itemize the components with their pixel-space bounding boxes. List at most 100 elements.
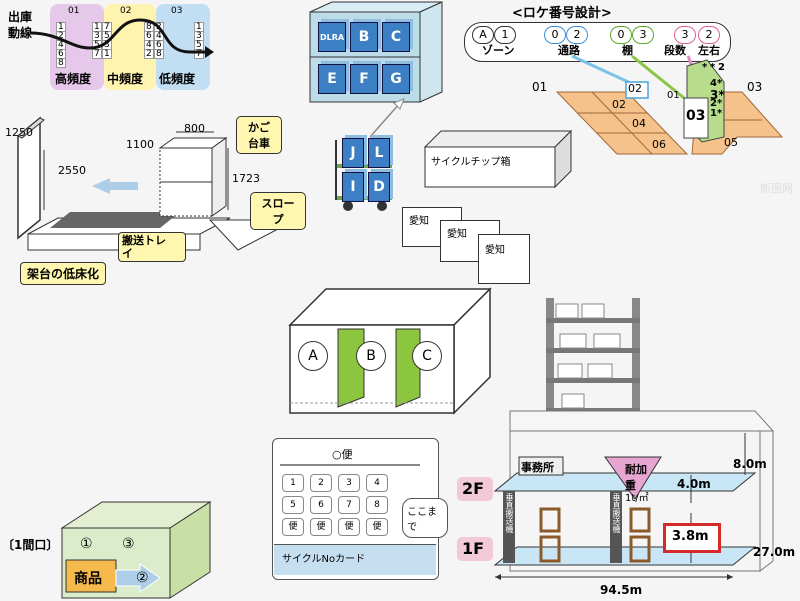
loc-digit-circle: 3 [632,26,654,44]
loc-digit-circle: 0 [610,26,632,44]
loc-digit-circle: A [472,26,494,44]
card-label: 愛知 [447,229,467,240]
dim-height-panel: 2550 [58,164,86,177]
building-diagram: 2F 1F 事務所 耐加重 1t/㎡ 8.0m 4.0m 3.8m 27.0m … [455,405,800,601]
flow-title-line1: 出庫 [8,10,33,24]
loc-label-aisle: 通路 [558,44,580,57]
column-level: 2 [718,62,725,73]
column-level: * [710,62,716,73]
grid-floor [555,54,784,155]
base-lowering-label: 架台の低床化 [20,262,107,285]
loc-digit-circle: 0 [544,26,566,44]
box-dlra: DLRA [318,22,346,52]
floor2-label: 2F [462,479,485,498]
column-level: 1* [710,108,723,119]
mail-slot: 3 [338,474,360,492]
box-c: C [382,22,410,52]
column-level: 2* [710,98,723,109]
zone-label-low: 低頻度 [159,72,196,86]
mail-slot: 便 [310,518,332,536]
chip-box-label: サイクルチップ箱 [431,157,511,168]
frontage-step: ① [80,536,93,552]
lowering-diagram: 1250 2550 800 1100 1723 かご 台車 スロー プ 搬送トレ… [0,110,306,290]
card-label: 愛知 [485,245,505,256]
zone-number: 02 [120,6,132,16]
card: 愛知 [478,234,530,284]
height-floor2: 4.0m [677,477,711,491]
callout-slope: スロー プ [250,192,306,230]
dim-width-panel: 1250 [5,126,33,139]
watermark: 新图网 [760,182,793,195]
frontage-title: 〔1間口〕 [2,538,59,552]
flow-cell: 1 [102,49,112,59]
column-level: 4* [710,78,723,89]
flow-cell: 8 [154,49,164,59]
callout-cage-cart: かご 台車 [236,116,282,154]
grid-cell: 04 [632,117,646,130]
floor1-label: 1F [462,539,485,558]
depth-label: 27.0m [753,545,796,559]
load-label: 耐加重 [625,463,647,492]
office-label: 事務所 [521,461,554,474]
mail-slot: 7 [338,496,360,514]
box-b: B [350,22,378,52]
mail-box-footer-bar [274,544,436,575]
loc-label-level: 段数 [664,44,686,57]
zone-label-high: 高頻度 [55,72,92,86]
box-i: I [342,172,364,202]
flow-cell: 2 [144,49,154,59]
flow-cell: 7 [92,49,102,59]
section-circle-b: B [356,341,386,371]
dim-cage-height: 1723 [232,172,260,185]
dim-cage-width: 800 [184,122,205,135]
goods-label: 商品 [74,571,102,587]
frontage-step: ③ [122,536,135,552]
card-label: 愛知 [409,216,429,227]
zone-label-mid: 中頻度 [107,72,144,86]
frontage-diagram: 〔1間口〕 ① ③ ② 商品 [0,500,220,601]
grid-label-mid: 02 [628,82,642,95]
grid-cell: 05 [724,136,738,149]
flow-cell: 8 [56,58,66,68]
floor1-badge: 1F [457,537,493,561]
mail-box-header: ○便 [332,448,353,461]
storage-rack [540,290,650,420]
grid-label-left: 01 [532,80,548,94]
mail-slot: 1 [282,474,304,492]
flow-cell: 7 [194,49,204,59]
mail-slot: 4 [366,474,388,492]
elevator-label-2: 垂直搬送機 [612,493,621,533]
mail-box-callout: ここま で [402,498,448,538]
column-level: 3* [710,88,725,102]
loc-digit-circle: 3 [674,26,696,44]
mail-box-footer: サイクルNoカード [282,554,366,565]
grid-label-right: 03 [747,80,763,94]
loc-digit-circle: 2 [566,26,588,44]
floor2-badge: 2F [457,477,493,501]
tray-label: 搬送トレ イ [118,232,186,262]
grid-cell: 02 [612,98,626,111]
column-level: * [702,62,708,73]
height-floor1-box: 3.8m [663,523,721,553]
box-f: F [350,64,378,94]
mail-slot: 5 [282,496,304,514]
height-floor1: 3.8m [672,529,709,544]
flow-title-line2: 動線 [8,26,33,40]
loc-label-rack: 棚 [622,44,633,57]
loc-digit-circle: 1 [494,26,516,44]
height-total: 8.0m [733,457,767,471]
shelf-to-cart-arrow [369,98,405,138]
dim-cage-depth: 1100 [126,138,154,151]
box-j: J [342,138,364,168]
loc-digit-circle: 2 [698,26,720,44]
frontage-step: ② [136,570,149,586]
flow-path-arrow [29,18,214,58]
grid-cell: 01 [667,90,680,101]
mail-slot: 便 [366,518,388,536]
elevator-label-1: 垂直搬送機 [505,493,514,533]
